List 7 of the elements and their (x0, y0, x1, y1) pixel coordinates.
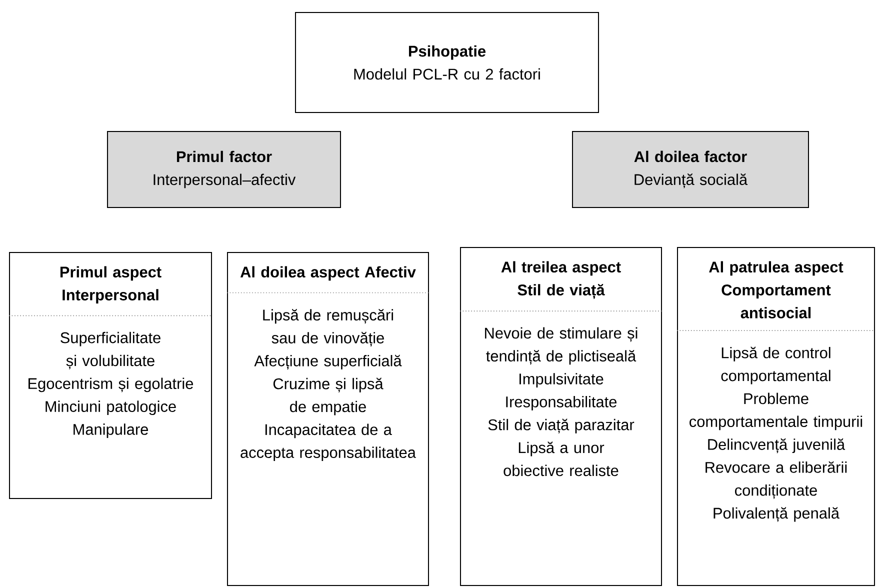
title-box: Psihopatie Modelul PCL-R cu 2 factori (295, 12, 599, 113)
aspect-box: Al patrulea aspect Comportament antisocial Lipsă de control comportamental Probleme comportamentale timpurii Delincvență juvenilă Revocare a eliberării condiționate Polivalență penală (676, 247, 876, 586)
factor-box: Al doilea factor Devianță socială (572, 131, 809, 208)
factor-box: Primul factor Interpersonal–afectiv (107, 131, 341, 208)
aspect-box: Primul aspect Interpersonal Superficialitate și volubilitate Egocentrism și egolatrie Minciuni patologice Manipulare (8, 252, 212, 499)
aspect-box: Al doilea aspect Afectiv Lipsă de remușcări sau de vinovăție Afecțiune superficială Cruzime și lipsă de empatie Incapacitatea de a accepta responsabilitatea (226, 252, 430, 586)
aspect-box: Al treilea aspect Stil de viață Nevoie de stimulare și tendință de plictiseală Impulsivitate Iresponsabilitate Stil de viață parazitar Lipsă a unor obiective realiste (460, 247, 662, 586)
